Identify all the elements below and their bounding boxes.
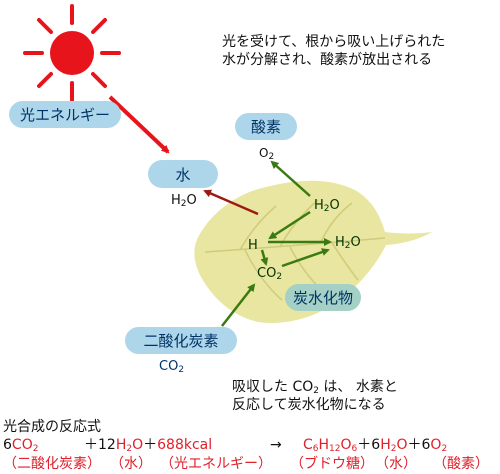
sun-icon (23, 4, 121, 102)
water-label: 水 (148, 160, 218, 188)
h2o-to-h-arrow (268, 210, 311, 240)
name-water: （水） (110, 456, 152, 472)
leaf-h2o-right: H2O (335, 235, 361, 251)
co2-to-h2o-arrow (281, 248, 330, 268)
carbohydrate-label: 炭水化物 (285, 284, 361, 311)
name-glucose: （ブドウ糖） (290, 456, 374, 472)
name-co2: （二酸化炭素） (3, 456, 101, 472)
reaction-arrow: → (270, 437, 282, 453)
leaf-co2: CO2 (257, 266, 283, 282)
reaction-title: 光合成の反応式 (3, 419, 101, 435)
co2-in-arrow (221, 283, 256, 327)
leaf-h: H (248, 238, 258, 253)
reaction-equation: 6CO2 (3, 437, 39, 454)
oxygen-formula: O2 (259, 146, 275, 162)
explanation-line-1: 光を受けて、根から吸い上げられた (222, 34, 446, 50)
oxygen-label: 酸素 (235, 113, 297, 140)
light-arrow (108, 95, 170, 154)
leaf-h2o-top: H2O (314, 198, 340, 214)
reaction-products: C6H12O6＋6H2O＋6O2 (303, 437, 448, 454)
name-water-2: （水） (375, 456, 417, 472)
absorbed-line-1: 吸収した CO2 は、 水素と (232, 379, 398, 396)
carbon-dioxide-label: 二酸化炭素 (125, 327, 237, 354)
explanation-line-2: 水が分解され、酸素が放出される (222, 52, 433, 68)
water-out-arrow (203, 189, 259, 216)
name-oxygen: （酸素） (433, 456, 489, 472)
h-to-co2-arrow (260, 249, 269, 266)
absorbed-line-2: 反応して炭水化物になる (232, 397, 386, 413)
name-light: （光エネルギー） (160, 456, 272, 472)
h2o-to-o2-arrow (270, 160, 311, 197)
light-energy-label: 光エネルギー (9, 101, 121, 128)
reaction-equation-water: ＋12H2O＋688kcal (84, 437, 213, 454)
co2-formula: CO2 (159, 359, 185, 375)
water-formula: H2O (171, 193, 197, 209)
